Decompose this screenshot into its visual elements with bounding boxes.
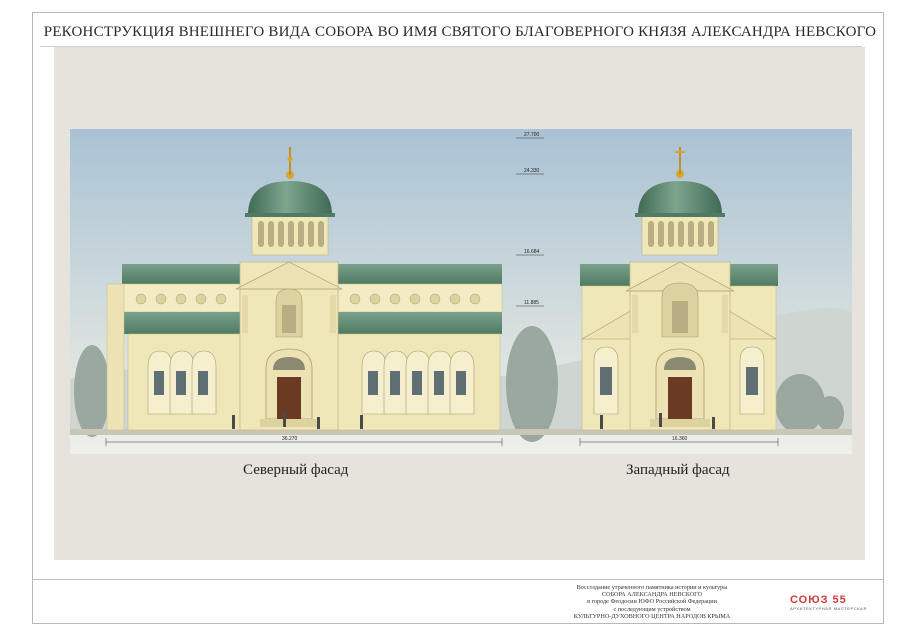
footer-line-5: КУЛЬТУРНО-ДУХОВНОГО ЦЕНТРА НАРОДОВ КРЫМА <box>573 612 731 620</box>
footer-line-1: Воссоздание утраченного памятника истори… <box>576 584 728 591</box>
north-left-upper-roof <box>122 264 240 284</box>
north-width-dimension: 36.270 <box>282 436 298 442</box>
logo-mark: СОЮЗ 55 <box>790 594 847 606</box>
footer-line-2: СОБОРА АЛЕКСАНДРА НЕВСКОГО <box>601 591 703 599</box>
elevation-mark-4: 11.885 <box>524 300 539 306</box>
facade-drawing: 27.700 24.330 16.684 11.885 36.270 16.36… <box>70 129 852 454</box>
studio-logo: СОЮЗ 55 АРХИТЕКТУРНАЯ МАСТЕРСКАЯ <box>790 595 882 613</box>
elevation-mark-3: 16.684 <box>524 249 540 255</box>
north-right-lower-roof <box>338 312 502 334</box>
elevation-mark-1: 27.700 <box>524 132 540 138</box>
west-facade-caption: Западный фасад <box>626 462 730 478</box>
north-dome <box>248 181 332 215</box>
west-door <box>668 377 692 419</box>
north-door <box>277 377 301 419</box>
elevation-marks <box>516 137 544 307</box>
dimension-lines <box>105 438 779 446</box>
north-facade <box>106 147 503 431</box>
north-right-upper-roof <box>338 264 502 284</box>
sheet-border <box>32 12 884 624</box>
elevation-mark-2: 24.330 <box>524 168 540 174</box>
north-facade-caption: Северный фасад <box>243 462 349 478</box>
footer-project-description: Воссоздание утраченного памятника истори… <box>522 584 782 620</box>
logo-subtitle: АРХИТЕКТУРНАЯ МАСТЕРСКАЯ <box>790 606 867 611</box>
west-dome <box>638 181 722 215</box>
footer-rule <box>32 579 884 580</box>
ground <box>70 429 852 435</box>
footer-line-3: в городе Феодосии ЮФО Российской Федерац… <box>587 598 717 606</box>
trees <box>74 326 844 442</box>
footer-line-4: с последующим устройством <box>613 605 691 613</box>
title-rule <box>40 46 862 47</box>
west-facade <box>580 147 778 431</box>
sheet-title: РЕКОНСТРУКЦИЯ ВНЕШНЕГО ВИДА СОБОРА ВО ИМ… <box>43 24 877 40</box>
north-left-lower-roof <box>122 312 240 334</box>
west-width-dimension: 16.360 <box>672 436 688 442</box>
